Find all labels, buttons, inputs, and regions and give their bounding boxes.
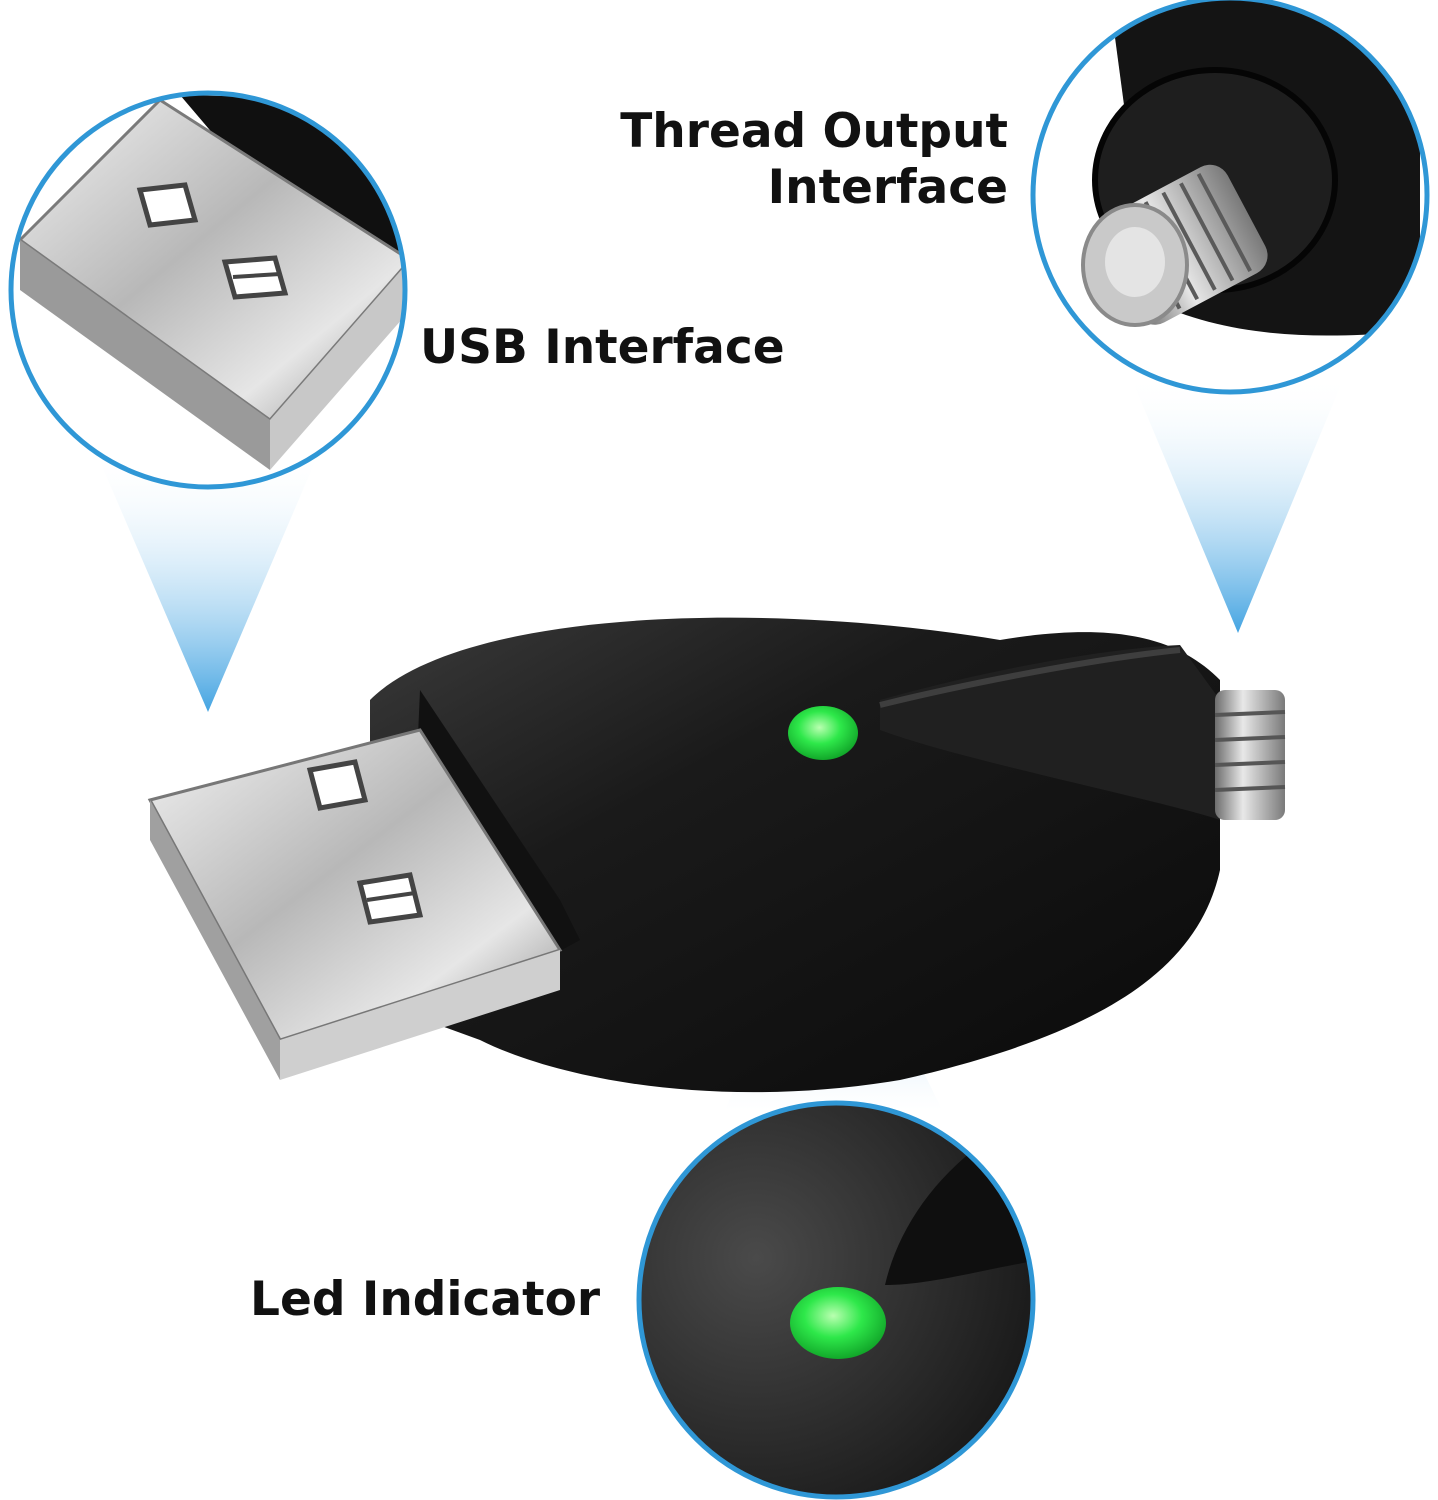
led-light-icon: [790, 1287, 886, 1359]
thread-callout-beam: [1130, 375, 1345, 633]
usb-interface-label: USB Interface: [420, 320, 785, 375]
thread-output-interface-label: Thread Output Interface: [620, 104, 1008, 217]
usb-callout-beam: [95, 450, 320, 712]
led-indicator-callout: [636, 1100, 1036, 1500]
thread-output-callout: [1030, 0, 1430, 395]
thread-connector-icon: [1081, 164, 1268, 327]
device-usb-plug: [147, 728, 563, 1080]
device-led: [788, 706, 858, 760]
usb-plug-icon: [17, 98, 405, 423]
led-indicator-label: Led Indicator: [250, 1272, 601, 1327]
thread-output-label-line1: Thread Output: [620, 104, 1008, 159]
thread-output-label-line2: Interface: [767, 160, 1008, 216]
device-thread-connector: [1214, 690, 1286, 820]
usb-interface-callout: [8, 90, 408, 490]
usb-charger-device: [147, 617, 1286, 1093]
